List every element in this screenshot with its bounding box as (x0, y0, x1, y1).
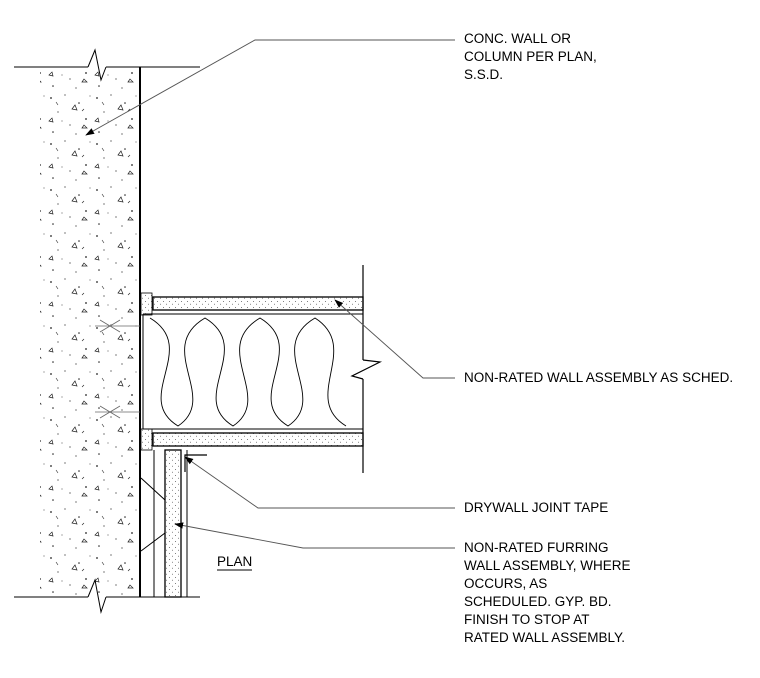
note-conc-wall: CONC. WALL OR COLUMN PER PLAN, S.S.D. (464, 31, 601, 82)
note-line: OCCURS, AS (464, 576, 547, 591)
note-line: DRYWALL JOINT TAPE (464, 500, 608, 515)
note-line: NON-RATED FURRING (464, 540, 609, 555)
note-non-rated-wall: NON-RATED WALL ASSEMBLY AS SCHED. (464, 370, 733, 385)
note-line: S.S.D. (464, 67, 503, 82)
note-line: CONC. WALL OR (464, 31, 571, 46)
note-line: NON-RATED WALL ASSEMBLY AS SCHED. (464, 370, 733, 385)
furring-wall-assembly (140, 449, 207, 598)
note-line: RATED WALL ASSEMBLY. (464, 630, 625, 645)
non-rated-wall-assembly (95, 265, 383, 473)
view-label-plan: PLAN (217, 554, 252, 569)
note-line: SCHEDULED. GYP. BD. (464, 594, 612, 609)
note-line: WALL ASSEMBLY, WHERE (464, 558, 631, 573)
note-line: FINISH TO STOP AT (464, 612, 589, 627)
note-line: COLUMN PER PLAN, (464, 49, 597, 64)
concrete-wall (14, 48, 200, 614)
leader-lines (85, 39, 455, 549)
note-furring-wall: NON-RATED FURRING WALL ASSEMBLY, WHERE O… (464, 540, 634, 645)
note-joint-tape: DRYWALL JOINT TAPE (464, 500, 608, 515)
